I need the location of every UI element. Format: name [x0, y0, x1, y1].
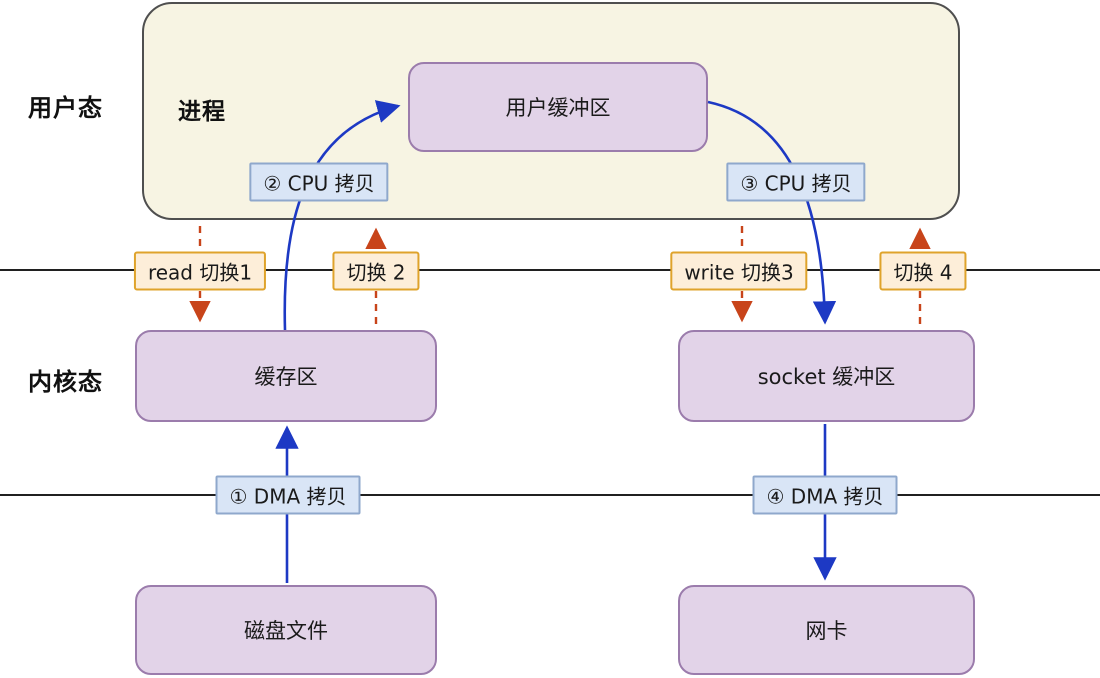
dma-copy-4-tag: ④ DMA 拷贝	[752, 475, 898, 515]
cpu-copy-3-tag: ③ CPU 拷贝	[726, 162, 866, 202]
switch-4-tag: 切换 4	[879, 251, 967, 291]
switch-2-tag: 切换 2	[332, 251, 420, 291]
kernel-buffer-node: 缓存区	[135, 330, 437, 422]
dma-copy-1-tag: ① DMA 拷贝	[215, 475, 361, 515]
switch-1-tag: read 切换1	[133, 251, 267, 291]
switch-3-tag: write 切换3	[670, 251, 808, 291]
user-buffer-node: 用户缓冲区	[408, 62, 708, 152]
kernel-mode-label: 内核态	[28, 368, 103, 396]
nic-node: 网卡	[678, 585, 975, 675]
disk-file-node: 磁盘文件	[135, 585, 437, 675]
socket-buffer-node: socket 缓冲区	[678, 330, 975, 422]
process-label: 进程	[178, 99, 226, 125]
user-mode-label: 用户态	[28, 94, 103, 122]
cpu-copy-2-tag: ② CPU 拷贝	[249, 162, 389, 202]
